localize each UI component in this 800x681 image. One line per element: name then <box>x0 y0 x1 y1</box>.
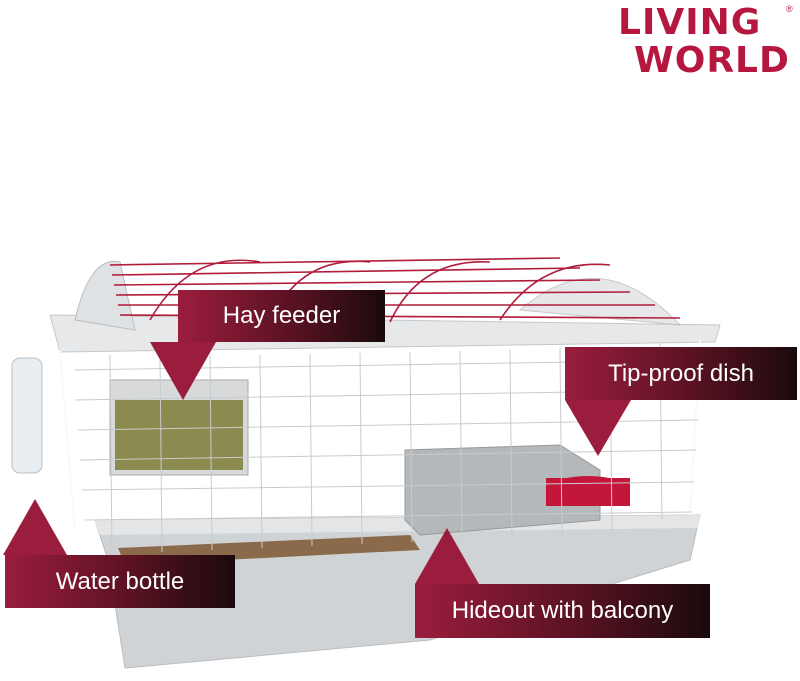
callout-hideout-with-balcony: Hideout with balcony <box>415 584 710 638</box>
callout-hay-feeder: Hay feeder <box>178 290 385 342</box>
callout-water-bottle: Water bottle <box>5 555 235 608</box>
pointer-arrow <box>415 528 479 584</box>
pointer-arrow <box>150 342 216 400</box>
callout-label: Water bottle <box>55 567 185 595</box>
registered-mark: ® <box>786 4 793 14</box>
logo-line-1: LIVING <box>618 2 762 43</box>
callout-tip-proof-dish: Tip-proof dish <box>565 347 797 400</box>
pointer-arrow <box>565 400 631 456</box>
callout-label: Tip-proof dish <box>608 359 754 387</box>
pointer-arrow <box>3 499 67 555</box>
water-bottle <box>11 357 43 474</box>
callout-label: Hideout with balcony <box>451 597 674 624</box>
living-world-logo: LIVING WORLD ® <box>586 2 798 92</box>
callout-label: Hay feeder <box>222 302 341 329</box>
logo-line-2: WORLD <box>634 40 790 81</box>
hideout <box>404 444 601 536</box>
